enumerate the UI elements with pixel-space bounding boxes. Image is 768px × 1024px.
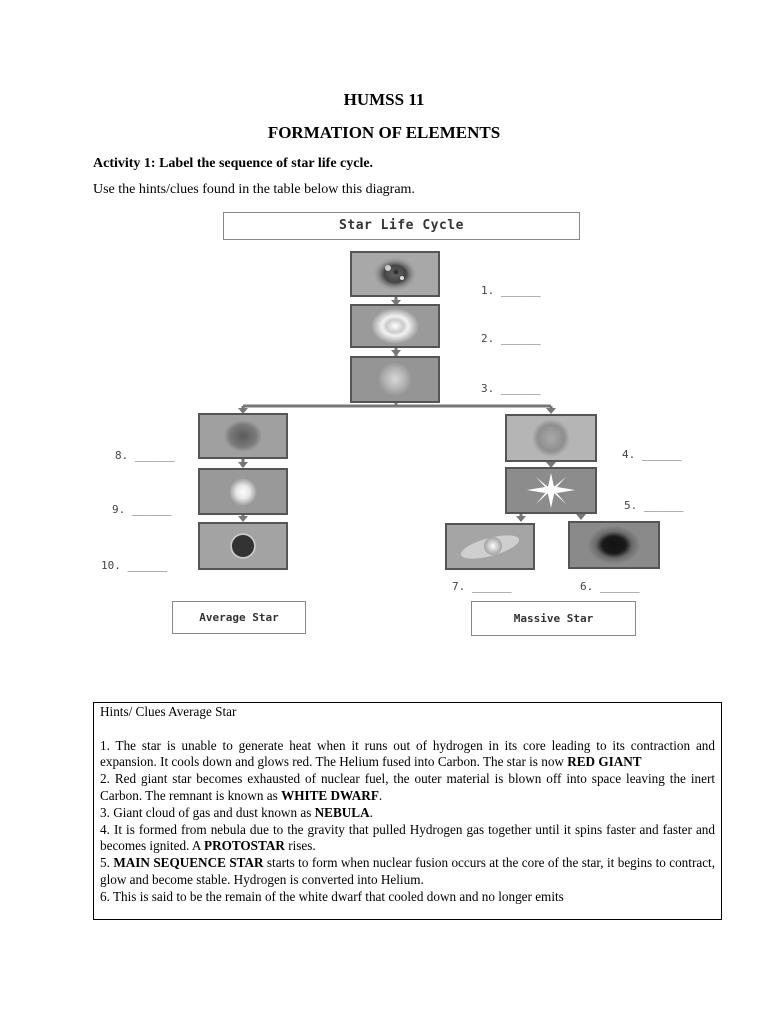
red-supergiant-image [505,414,597,462]
blank-label-8[interactable]: 8. ______ [115,449,175,462]
blank-label-4[interactable]: 4. ______ [622,448,682,461]
blank-label-2[interactable]: 2. ______ [481,332,541,345]
page-subtitle: FORMATION OF ELEMENTS [267,123,501,142]
blank-label-6[interactable]: 6. ______ [580,580,640,593]
hint-item: 3. Giant cloud of gas and dust known as … [100,804,373,820]
hint-item: 4. It is formed from nebula due to the g… [100,821,715,854]
hint-item: 5. MAIN SEQUENCE STAR starts to form whe… [100,855,716,887]
blank-label-7[interactable]: 7. ______ [452,580,512,593]
hint-item: 2. Red giant star becomes exhausted of n… [100,771,715,803]
blank-label-5[interactable]: 5. ______ [624,499,684,512]
hints-table: Hints/ Clues Average Star 1. The star is… [93,702,722,920]
white-dwarf-image [198,522,288,570]
instruction-text: Use the hints/clues found in the table b… [93,182,415,197]
activity-heading: Activity 1: Label the sequence of star l… [93,156,374,171]
diagram-title: Star Life Cycle [223,212,580,240]
average-star-label: Average Star [172,601,306,634]
hint-item: 1. The star is unable to generate heat w… [100,737,715,770]
hint-item: 6. This is said to be the remain of the … [100,888,564,904]
black-hole-image [568,521,660,569]
massive-star-label: Massive Star [471,601,636,636]
nebula-image [350,251,440,297]
blank-label-9[interactable]: 9. ______ [112,503,172,516]
red-giant-image [198,413,288,459]
blank-label-1[interactable]: 1. ______ [481,284,541,297]
protostar-image [350,304,440,348]
neutron-star-image [445,523,535,570]
planetary-nebula-image [198,468,288,515]
blank-label-10[interactable]: 10. ______ [101,559,168,572]
supernova-image [505,467,597,514]
page-title: HUMSS 11 [343,90,425,109]
main-sequence-star-image [350,356,440,403]
blank-label-3[interactable]: 3. ______ [481,382,541,395]
hints-heading: Hints/ Clues Average Star [100,704,237,719]
